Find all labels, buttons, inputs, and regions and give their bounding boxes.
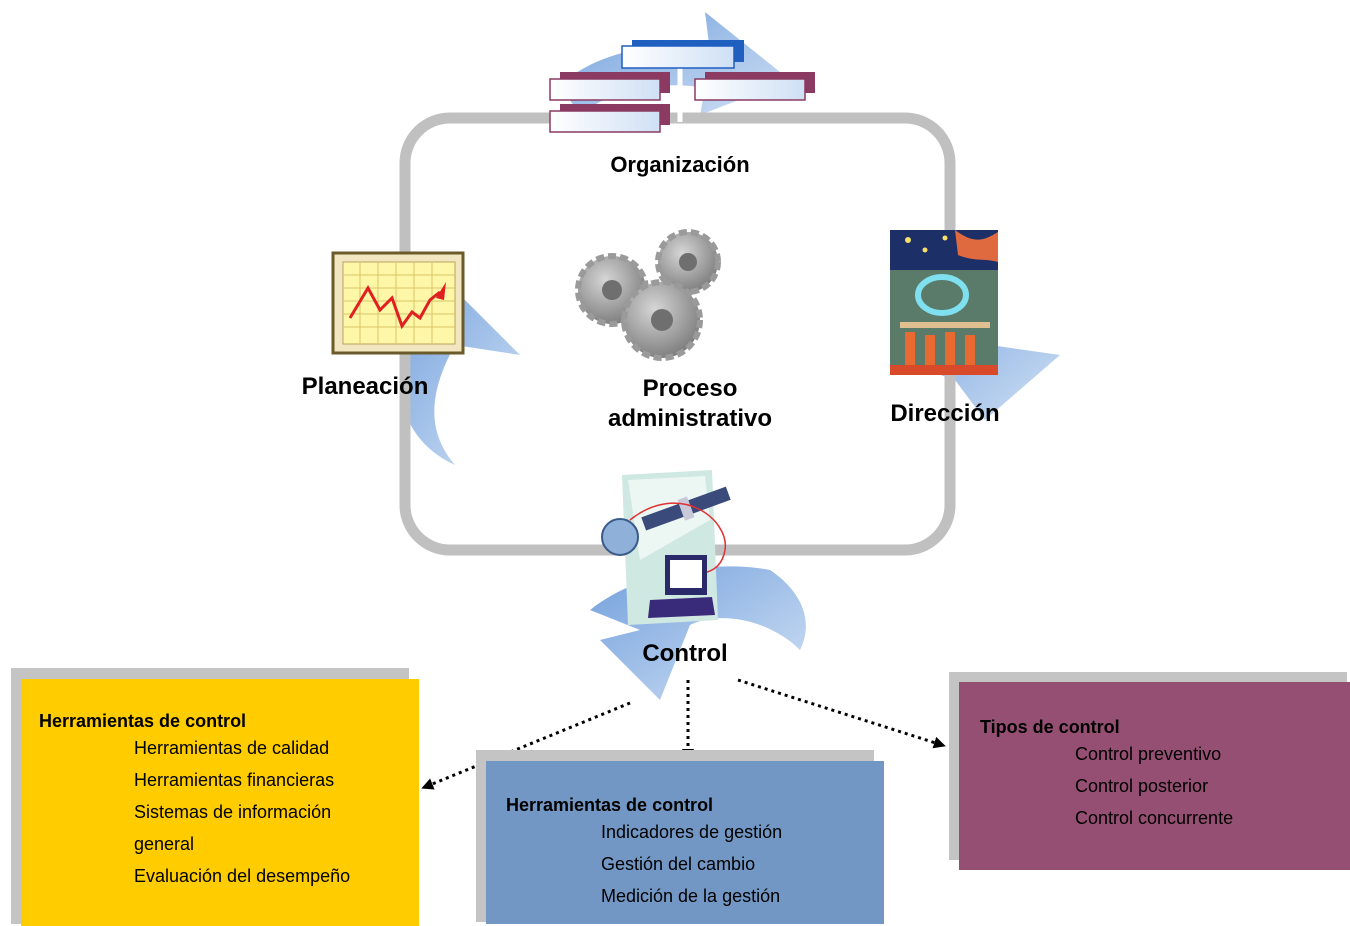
org-chart-icon <box>549 40 815 133</box>
connectors <box>421 678 946 790</box>
middle-box: Herramientas de control Indicadores de g… <box>486 761 884 924</box>
stage-label-planeacion: Planeación <box>301 373 429 400</box>
stage-label-control: Control <box>642 640 728 667</box>
connector-left <box>421 701 631 790</box>
list-item: Medición de la gestión <box>601 886 781 906</box>
center-label: Proceso administrativo <box>590 374 790 434</box>
left-box-title: Herramientas de control <box>39 711 247 731</box>
list-item: Herramientas de calidad <box>134 738 330 758</box>
list-item: Herramientas financieras <box>134 770 335 790</box>
right-box-list: Control preventivo Control posterior Con… <box>980 738 1350 834</box>
list-item: Control concurrente <box>1075 808 1234 828</box>
left-box-list: Herramientas de calidad Herramientas fin… <box>39 732 419 892</box>
connector-right <box>737 678 946 749</box>
right-box: Tipos de control Control preventivo Cont… <box>959 682 1350 870</box>
list-item: Evaluación del desempeño <box>134 866 351 886</box>
list-item: Gestión del cambio <box>601 854 756 874</box>
list-item: Sistemas de información <box>134 802 332 822</box>
satellite-icon <box>601 470 731 625</box>
list-item: Indicadores de gestión <box>601 822 783 842</box>
center-label-line-1: Proceso <box>642 375 738 402</box>
stage-label-direccion: Dirección <box>890 400 1000 427</box>
chart-icon <box>331 251 465 355</box>
right-box-title: Tipos de control <box>980 717 1120 737</box>
leadership-poster-icon <box>890 230 998 375</box>
list-item: Control preventivo <box>1075 744 1222 764</box>
center-label-line-2: administrativo <box>607 405 773 432</box>
stage-label-organizacion: Organización <box>610 152 750 177</box>
list-item: general <box>134 834 195 854</box>
middle-box-title: Herramientas de control <box>506 795 714 815</box>
left-box: Herramientas de control Herramientas de … <box>21 679 419 926</box>
list-item: Control posterior <box>1075 776 1209 796</box>
gears-icon <box>575 229 721 361</box>
middle-box-list: Indicadores de gestión Gestión del cambi… <box>506 816 884 912</box>
